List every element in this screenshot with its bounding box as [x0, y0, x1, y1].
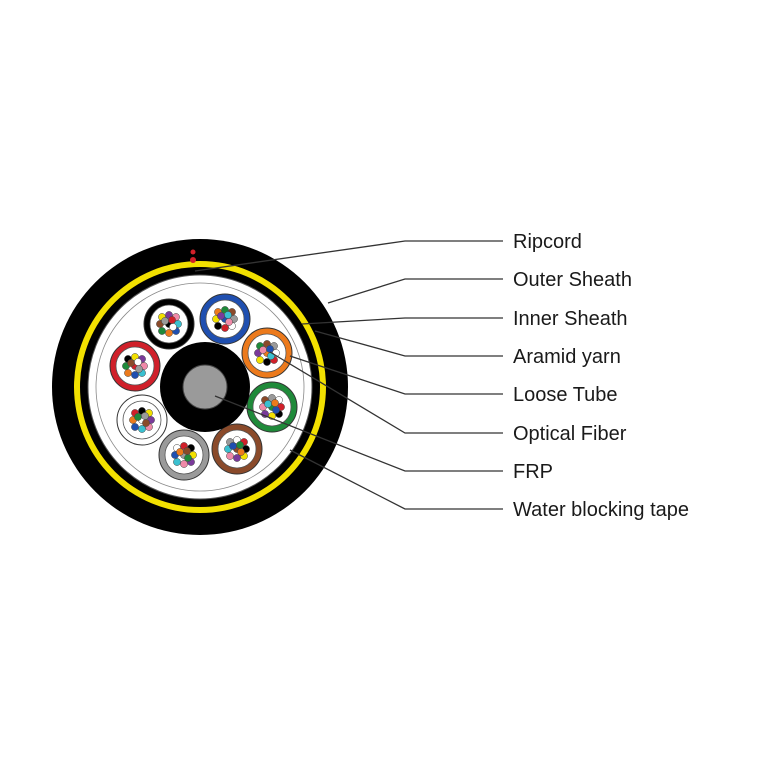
optical-fiber: [180, 460, 188, 468]
optical-fiber: [217, 312, 225, 320]
optical-fiber: [142, 419, 150, 427]
leader-outer-sheath: [327, 278, 503, 304]
optical-fiber: [124, 369, 132, 377]
optical-fiber: [168, 316, 176, 324]
optical-fiber: [259, 346, 267, 354]
optical-fiber: [229, 442, 237, 450]
loose-tube: [143, 298, 195, 350]
label-inner-sheath: Inner Sheath: [513, 308, 628, 330]
optical-fiber: [221, 324, 229, 332]
optical-fiber: [236, 441, 244, 449]
optical-fiber: [184, 454, 192, 462]
loose-tube: [199, 293, 251, 345]
optical-fiber: [158, 327, 166, 335]
optical-fiber: [272, 406, 280, 414]
optical-fiber: [127, 359, 135, 367]
loose-tube: [246, 381, 298, 433]
loose-tube: [158, 429, 210, 481]
optical-fiber: [176, 448, 184, 456]
frp-core: [182, 364, 228, 410]
optical-fiber: [141, 412, 149, 420]
optical-fiber: [138, 425, 146, 433]
ripcord: [190, 257, 196, 263]
optical-fiber: [173, 458, 181, 466]
optical-fiber: [165, 329, 173, 337]
ripcord-outer-mark: [190, 249, 196, 255]
loose-tube: [211, 423, 263, 475]
optical-fiber: [224, 311, 232, 319]
label-frp: FRP: [513, 461, 553, 483]
optical-fiber: [225, 318, 233, 326]
leader-loose-tube: [289, 355, 503, 395]
label-ripcord: Ripcord: [513, 231, 582, 253]
leader-lines: [194, 240, 503, 510]
label-loose-tube: Loose Tube: [513, 384, 618, 406]
optical-fiber: [263, 358, 271, 366]
optical-fiber: [266, 345, 274, 353]
optical-fiber: [256, 356, 264, 364]
cable-cross-section: [52, 239, 348, 535]
optical-fiber: [233, 454, 241, 462]
loose-tube: [109, 340, 161, 392]
optical-fiber: [264, 400, 272, 408]
optical-fiber: [131, 423, 139, 431]
label-optical-fiber: Optical Fiber: [513, 423, 627, 445]
leader-optical-fiber: [269, 351, 503, 434]
optical-fiber: [237, 448, 245, 456]
leader-frp: [214, 395, 503, 472]
optical-fiber: [134, 413, 142, 421]
optical-fiber: [131, 371, 139, 379]
leader-water-blocking-tape: [289, 449, 503, 510]
label-outer-sheath: Outer Sheath: [513, 269, 632, 291]
label-aramid-yarn: Aramid yarn: [513, 346, 621, 368]
leader-aramid-yarn: [314, 330, 503, 357]
label-water-blocking-tape: Water blocking tape: [513, 499, 689, 521]
optical-fiber: [183, 447, 191, 455]
optical-fiber: [169, 323, 177, 331]
optical-fiber: [271, 399, 279, 407]
optical-fiber: [226, 452, 234, 460]
leader-inner-sheath: [301, 317, 503, 325]
optical-fiber: [214, 322, 222, 330]
leader-ripcord: [194, 240, 503, 272]
loose-tube: [241, 327, 293, 379]
optical-fiber: [161, 317, 169, 325]
optical-fiber: [135, 365, 143, 373]
labels: Ripcord Outer Sheath Inner Sheath Aramid…: [513, 231, 689, 521]
optical-fiber: [134, 358, 142, 366]
loose-tubes: [109, 293, 298, 481]
loose-tube: [116, 394, 168, 446]
